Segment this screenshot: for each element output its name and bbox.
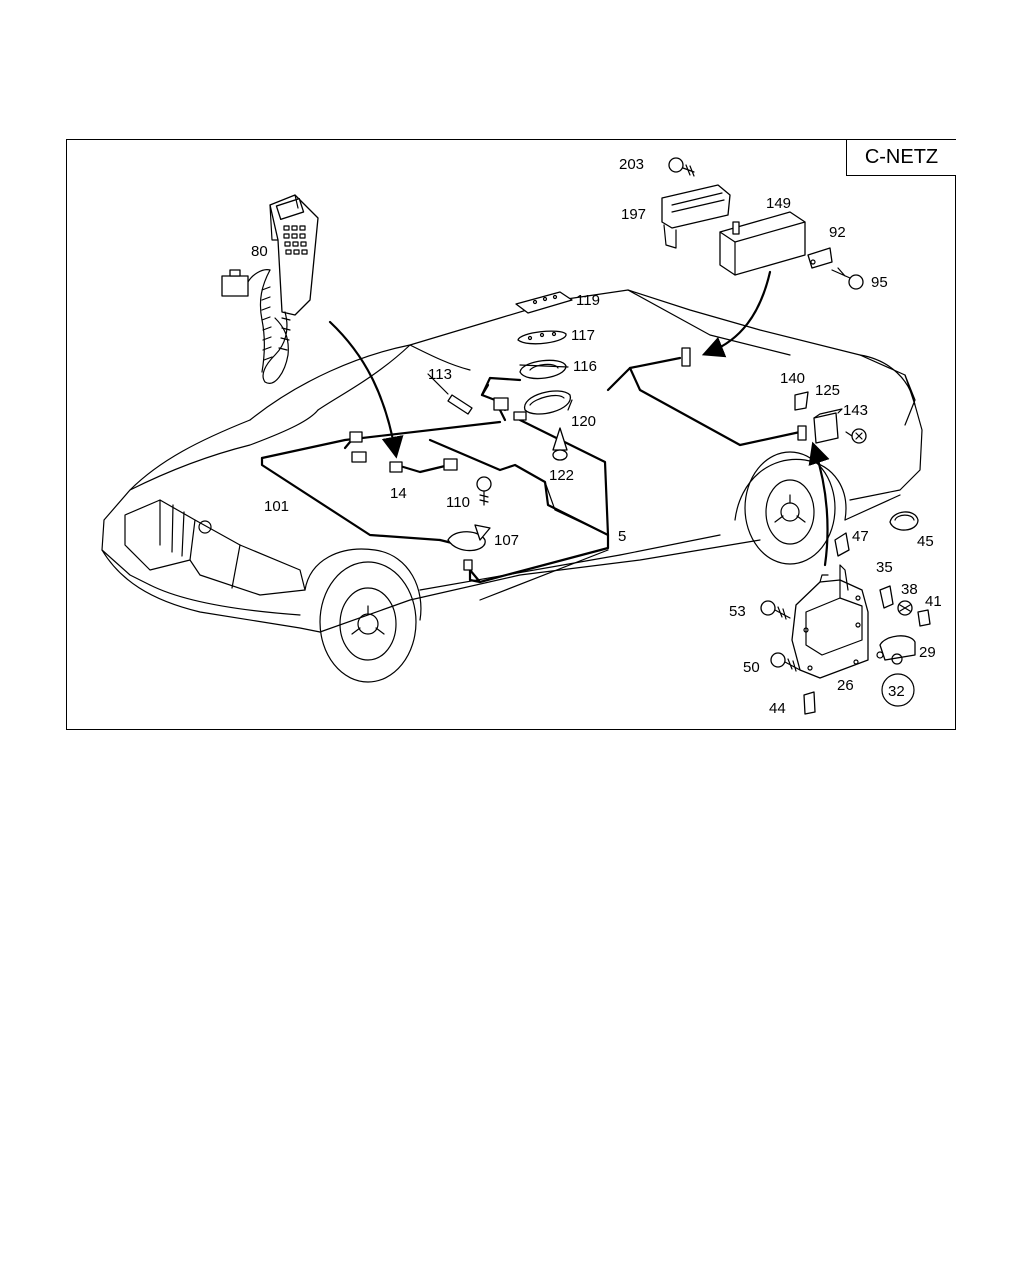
callout-113: 113 [428,366,452,383]
callout-53: 53 [729,603,746,620]
wiring-harness [260,356,802,584]
callout-140: 140 [780,370,805,387]
diagram-title: C-NETZ [846,140,956,176]
callout-149: 149 [766,195,791,212]
parts-front-area [447,476,492,571]
callout-80: 80 [251,243,268,260]
leader-lines [427,364,573,411]
transceiver-149 [719,211,806,276]
callout-95: 95 [871,274,888,291]
handset-80 [221,194,319,384]
arrows [328,270,830,567]
callout-labels: 5 14 26 29 32 35 38 41 44 45 47 50 53 80… [251,156,942,717]
callout-44: 44 [769,700,786,717]
car-outline [101,289,923,683]
callout-38: 38 [901,581,918,598]
bracket-92 [807,247,833,269]
callout-92: 92 [829,224,846,241]
callout-117: 117 [571,327,595,344]
callout-5: 5 [618,528,626,545]
callout-47: 47 [852,528,869,545]
callout-41: 41 [925,593,942,610]
screw-203 [668,157,695,177]
callout-203: 203 [619,156,644,173]
parts-rear-area [794,391,867,444]
callout-29: 29 [919,644,936,661]
callout-143: 143 [843,402,868,419]
harness-connectors [349,347,807,473]
callout-50: 50 [743,659,760,676]
callout-45: 45 [917,533,934,550]
callout-14: 14 [390,485,407,502]
callout-120: 120 [571,413,596,430]
callout-26: 26 [837,677,854,694]
callout-101: 101 [264,498,289,515]
callout-122: 122 [549,467,574,484]
callout-116: 116 [573,358,597,375]
callout-110: 110 [446,494,470,511]
screw-95 [831,267,864,290]
bracket-197 [661,184,731,249]
callout-107: 107 [494,532,519,549]
callout-125: 125 [815,382,840,399]
bracket-assembly [760,511,931,715]
callout-197: 197 [621,206,646,223]
callout-35: 35 [876,559,893,576]
antenna-parts [447,291,573,461]
callout-119: 119 [576,292,600,309]
callout-32: 32 [888,683,905,700]
